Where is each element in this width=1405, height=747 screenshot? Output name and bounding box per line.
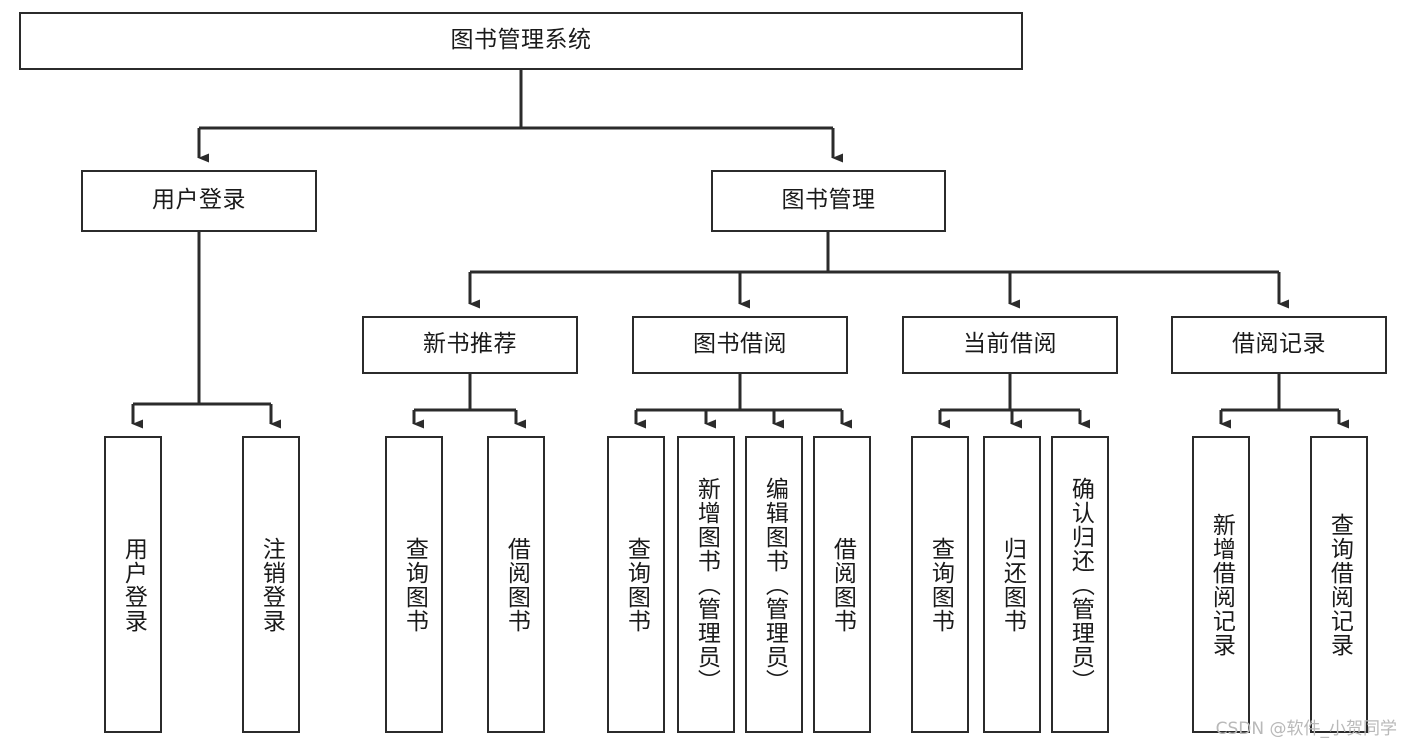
edge-bm-to-level3 — [468, 232, 1289, 309]
leaf-query-borrow-record-label: 查询借阅记录 — [1326, 512, 1353, 657]
leaf-user-login[interactable]: 用户登录 — [104, 436, 162, 733]
leaf-borrow-book-rec[interactable]: 借阅图书 — [487, 436, 545, 733]
node-book-borrow[interactable]: 图书借阅 — [632, 316, 848, 374]
leaf-user-logout-label: 注销登录 — [258, 536, 285, 633]
edge-bb-to-leaves — [634, 374, 852, 429]
leaf-query-book-borrow-label: 查询图书 — [623, 536, 650, 633]
leaf-add-book-admin-label: 新增图书（管理员） — [693, 476, 720, 693]
leaf-query-book-rec[interactable]: 查询图书 — [385, 436, 443, 733]
node-user-login[interactable]: 用户登录 — [81, 170, 317, 232]
leaf-user-logout[interactable]: 注销登录 — [242, 436, 300, 733]
node-borrow-record[interactable]: 借阅记录 — [1171, 316, 1387, 374]
edge-cb-to-leaves — [938, 374, 1090, 429]
leaf-borrow-book[interactable]: 借阅图书 — [813, 436, 871, 733]
leaf-add-borrow-record[interactable]: 新增借阅记录 — [1192, 436, 1250, 733]
node-root-label: 图书管理系统 — [450, 27, 592, 54]
leaf-query-book-current[interactable]: 查询图书 — [911, 436, 969, 733]
node-book-management-label: 图书管理 — [781, 187, 876, 214]
leaf-return-book-label: 归还图书 — [999, 536, 1026, 633]
leaf-confirm-return-admin[interactable]: 确认归还（管理员） — [1051, 436, 1109, 733]
node-new-book-recommend[interactable]: 新书推荐 — [362, 316, 578, 374]
leaf-borrow-book-label: 借阅图书 — [829, 536, 856, 633]
node-current-borrow-label: 当前借阅 — [963, 331, 1057, 358]
leaf-return-book[interactable]: 归还图书 — [983, 436, 1041, 733]
leaf-user-login-label: 用户登录 — [120, 536, 147, 633]
leaf-confirm-return-admin-label: 确认归还（管理员） — [1067, 476, 1094, 693]
watermark-text: CSDN @软件_小贺同学 — [1215, 719, 1397, 739]
leaf-edit-book-admin-label: 编辑图书（管理员） — [761, 476, 788, 693]
node-new-book-recommend-label: 新书推荐 — [423, 331, 517, 358]
leaf-query-book-current-label: 查询图书 — [927, 536, 954, 633]
edge-br-to-leaves — [1219, 374, 1349, 429]
node-book-management[interactable]: 图书管理 — [711, 170, 946, 232]
leaf-query-book-rec-label: 查询图书 — [401, 536, 428, 633]
node-root[interactable]: 图书管理系统 — [19, 12, 1023, 70]
node-book-borrow-label: 图书借阅 — [693, 331, 787, 358]
node-user-login-label: 用户登录 — [152, 187, 246, 214]
leaf-add-book-admin[interactable]: 新增图书（管理员） — [677, 436, 735, 733]
node-borrow-record-label: 借阅记录 — [1232, 331, 1326, 358]
leaf-add-borrow-record-label: 新增借阅记录 — [1208, 512, 1235, 657]
node-current-borrow[interactable]: 当前借阅 — [902, 316, 1118, 374]
leaf-query-borrow-record[interactable]: 查询借阅记录 — [1310, 436, 1368, 733]
edge-root-to-level2 — [197, 70, 843, 163]
edge-nbr-to-leaves — [412, 374, 526, 429]
leaf-borrow-book-rec-label: 借阅图书 — [503, 536, 530, 633]
edge-ul-to-leaves — [131, 232, 281, 429]
leaf-edit-book-admin[interactable]: 编辑图书（管理员） — [745, 436, 803, 733]
leaf-query-book-borrow[interactable]: 查询图书 — [607, 436, 665, 733]
